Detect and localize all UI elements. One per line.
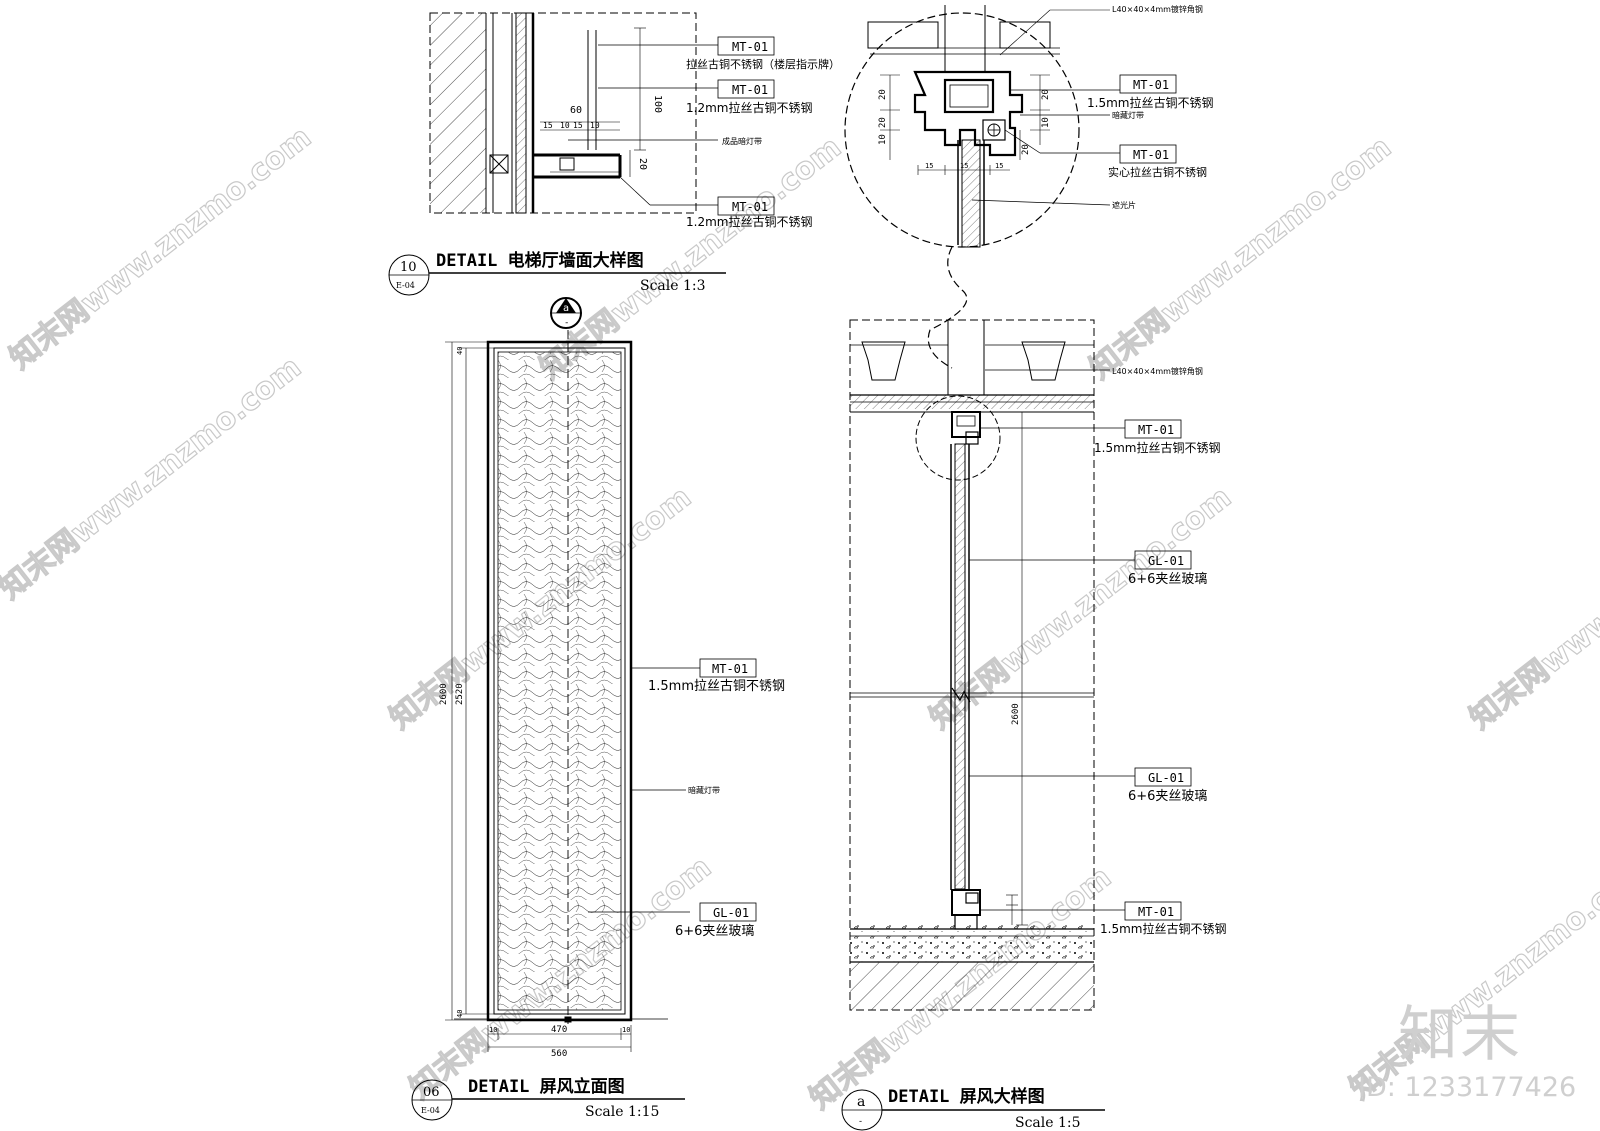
note-label: 遮光片	[1112, 200, 1136, 210]
callout-desc: 实心拉丝古铜不锈钢	[1108, 165, 1207, 179]
sheet-ref: E-04	[421, 1106, 440, 1115]
detail-number: a	[857, 1094, 865, 1110]
dim-label: 10	[560, 121, 570, 130]
callout-desc: 6+6夹丝玻璃	[675, 924, 754, 939]
detail-title: DETAIL 电梯厅墙面大样图	[436, 250, 644, 271]
callout-code: MT-01	[1138, 423, 1174, 437]
image-id-label: ID: 1233177426	[1358, 1072, 1577, 1103]
dim-label: 2600	[439, 683, 449, 705]
detail-number: 06	[423, 1085, 440, 1100]
dim-label: 470	[551, 1025, 567, 1035]
enlarged-circle-detail	[844, 5, 1120, 369]
dim-label: 20	[878, 117, 888, 128]
callout-desc: 1.5mm拉丝古铜不锈钢	[1100, 921, 1226, 936]
dim-label: 40	[456, 347, 464, 355]
detail-a-title-block: a - DETAIL 屏风大样图 Scale 1:5	[841, 1086, 1105, 1131]
detail-scale: Scale 1:5	[1015, 1115, 1081, 1131]
dim-label: 10	[1041, 117, 1051, 128]
detail-scale: Scale 1:3	[640, 278, 706, 294]
detail-a-dims: 2600	[1011, 703, 1021, 725]
callout-code: MT-01	[732, 200, 768, 214]
callout-code: MT-01	[732, 83, 768, 97]
watermark-text: 知末网www.znzmo.com	[0, 350, 308, 607]
detail-title: DETAIL 屏风立面图	[468, 1076, 625, 1097]
callout-code: GL-01	[1148, 554, 1184, 568]
dim-label: 20	[637, 158, 648, 170]
callout-desc: 1.2mm拉丝古铜不锈钢	[686, 100, 812, 115]
callout-desc: 1.2mm拉丝古铜不锈钢	[686, 214, 812, 229]
note-label: 成品暗灯带	[722, 136, 762, 146]
detail-06-drawing	[445, 297, 700, 1052]
detail-10-drawing	[429, 12, 718, 214]
dim-label: 10	[489, 1026, 497, 1034]
dim-label: 15	[925, 162, 933, 170]
dim-label: 10	[622, 1026, 630, 1034]
callout-desc: 6+6夹丝玻璃	[1128, 572, 1207, 587]
callout-code: GL-01	[713, 906, 749, 920]
detail-a-drawing	[849, 319, 1135, 1011]
detail-number: 10	[400, 260, 417, 275]
detail-title: DETAIL 屏风大样图	[888, 1086, 1045, 1107]
callout-code: MT-01	[732, 40, 768, 54]
watermark-text: 知末网www.znzmo.com	[1463, 480, 1600, 737]
dim-label: 100	[652, 95, 663, 113]
dim-label: 560	[551, 1049, 567, 1059]
note-label: L40×40×4mm镀锌角钢	[1112, 4, 1203, 14]
dim-label: 2520	[455, 683, 465, 705]
callout-code: MT-01	[1133, 78, 1169, 92]
callout-code: GL-01	[1148, 771, 1184, 785]
sheet-ref: -	[859, 1117, 862, 1127]
callout-desc: 1.5mm拉丝古铜不锈钢	[1087, 95, 1213, 110]
dim-label: 15	[995, 162, 1003, 170]
dim-label: 10	[590, 121, 600, 130]
sheet-ref: E-04	[396, 281, 415, 290]
detail-10-title-block: 10 E-04 DETAIL 电梯厅墙面大样图 Scale 1:3	[388, 250, 726, 296]
callout-code: MT-01	[712, 662, 748, 676]
dim-label: 20	[1041, 89, 1051, 100]
detail-a-callouts: L40×40×4mm镀锌角钢 MT-01 1.5mm拉丝古铜不锈钢 GL-01 …	[1094, 366, 1226, 936]
enlarged-callouts: L40×40×4mm镀锌角钢 MT-01 1.5mm拉丝古铜不锈钢 暗藏灯带 M…	[1087, 4, 1213, 210]
detail-06-dims: a - 2600 2520 40 40 470 560 10 10	[439, 303, 630, 1059]
detail-06-title-block: 06 E-04 DETAIL 屏风立面图 Scale 1:15	[411, 1076, 685, 1121]
watermark-text: 知末网www.znzmo.com	[923, 480, 1238, 737]
watermarks: 知末网www.znzmo.com 知末网www.znzmo.com 知末网www…	[0, 119, 1600, 1117]
dim-label: 40	[456, 1010, 464, 1018]
dim-label: 60	[570, 105, 582, 116]
detail-10-callouts: MT-01 拉丝古铜不锈钢（楼层指示牌） MT-01 1.2mm拉丝古铜不锈钢 …	[686, 36, 840, 229]
brand-logo: 知末	[1398, 1000, 1522, 1070]
watermark-text: 知末网www.znzmo.com	[3, 120, 318, 377]
callout-code: MT-01	[1138, 905, 1174, 919]
detail-06-callouts: MT-01 1.5mm拉丝古铜不锈钢 暗藏灯带 GL-01 6+6夹丝玻璃	[648, 658, 785, 939]
dim-label: 20	[1021, 144, 1031, 155]
note-label: L40×40×4mm镀锌角钢	[1112, 366, 1203, 376]
callout-desc: 1.5mm拉丝古铜不锈钢	[1094, 440, 1220, 455]
note-label: 暗藏灯带	[1112, 110, 1144, 120]
dim-label: 10	[878, 134, 888, 145]
callout-desc: 6+6夹丝玻璃	[1128, 789, 1207, 804]
dim-label: 2600	[1011, 703, 1021, 725]
dim-label: 20	[878, 89, 888, 100]
detail-scale: Scale 1:15	[585, 1104, 659, 1120]
detail-10-dims: 100 60 15 10 15 10 20	[543, 95, 663, 170]
dim-label: 15	[573, 121, 583, 130]
callout-desc: 1.5mm拉丝古铜不锈钢	[648, 679, 785, 694]
callout-code: MT-01	[1133, 148, 1169, 162]
dim-label: a	[563, 303, 569, 314]
dim-label: -	[564, 318, 569, 328]
enlarged-dims: 20 20 10 20 10 20 15 15 15	[878, 89, 1051, 170]
dim-label: 15	[960, 162, 968, 170]
callout-desc: 拉丝古铜不锈钢（楼层指示牌）	[686, 57, 840, 71]
dim-label: 15	[543, 121, 553, 130]
note-label: 暗藏灯带	[688, 785, 720, 795]
